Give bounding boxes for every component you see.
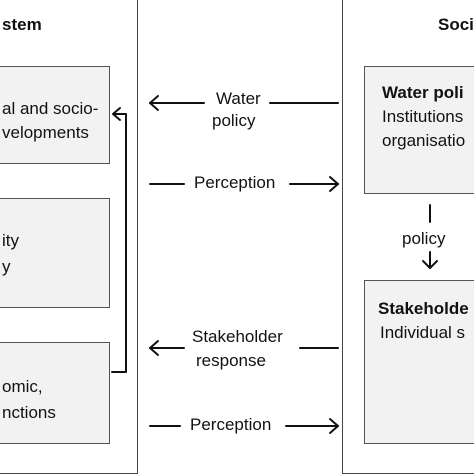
developments-line2: velopments xyxy=(2,123,89,142)
perception-bottom-label: Perception xyxy=(190,415,272,434)
developments-line1: al and socio- xyxy=(2,99,99,118)
functions-box xyxy=(0,342,110,444)
policy-down-arrowhead xyxy=(422,260,438,269)
stakeholder-line1: Individual s xyxy=(380,323,466,342)
capacity-line2: y xyxy=(2,257,11,276)
policy-arrow-label: policy xyxy=(402,229,446,248)
perception-top-arrowhead xyxy=(329,176,339,192)
water-policy-line2: organisatio xyxy=(382,131,466,150)
functions-line1: omic, xyxy=(2,377,43,396)
water-policy-line1: Institutions xyxy=(382,107,464,126)
left-panel-title: stem xyxy=(2,15,42,34)
water-policy-label-line1: Water xyxy=(216,89,261,108)
right-panel-title: Soci xyxy=(438,15,474,34)
water-policy-box xyxy=(364,66,474,194)
perception-bottom-arrowhead xyxy=(329,418,339,434)
stakeholder-response-label-line2: response xyxy=(196,351,266,370)
perception-top-label: Perception xyxy=(194,173,276,192)
capacity-line1: ity xyxy=(2,231,19,250)
feedback-loop-line xyxy=(111,113,127,373)
water-policy-label-line2: policy xyxy=(212,111,256,130)
functions-line2: nctions xyxy=(2,403,56,422)
stakeholder-response-arrowhead xyxy=(149,340,159,356)
developments-box xyxy=(0,66,110,164)
water-policy-arrowhead xyxy=(149,95,159,111)
stakeholder-title: Stakeholde xyxy=(378,299,469,318)
water-policy-title: Water poli xyxy=(382,83,464,102)
feedback-loop-arrowhead xyxy=(112,107,121,121)
stakeholder-response-label-line1: Stakeholder xyxy=(192,327,283,346)
capacity-box xyxy=(0,198,110,308)
stakeholder-box xyxy=(364,280,474,444)
